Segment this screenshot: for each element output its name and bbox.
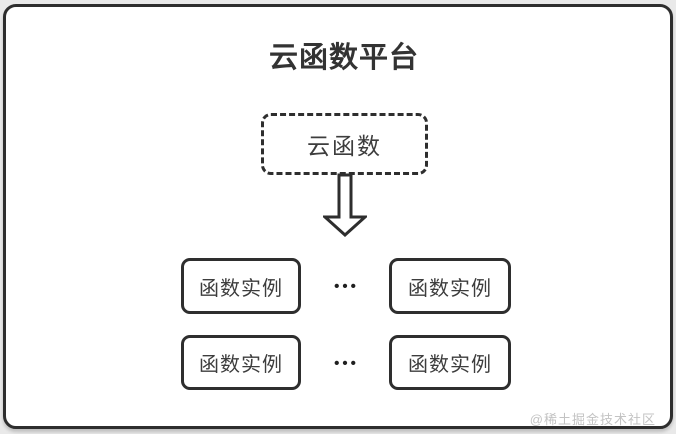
function-instance-label: 函数实例: [199, 354, 283, 376]
ellipsis-dots: •••: [334, 277, 359, 295]
ellipsis-dots: •••: [334, 354, 359, 372]
diagram-title: 云函数平台: [268, 42, 419, 74]
function-instance-node: 函数实例: [181, 335, 301, 390]
function-instance-node: 函数实例: [389, 335, 511, 390]
cloud-function-node: 云函数: [261, 113, 428, 175]
diagram-card: 云函数平台 云函数 函数实例 ••• 函数实例 函数实例 ••• 函数实例 @稀…: [3, 4, 673, 429]
down-arrow-icon: [321, 173, 369, 238]
function-instance-node: 函数实例: [181, 258, 301, 314]
watermark: @稀土掘金技术社区: [529, 412, 656, 427]
function-instance-label: 函数实例: [199, 277, 283, 300]
function-instance-label: 函数实例: [408, 277, 492, 300]
function-instance-node: 函数实例: [389, 258, 511, 314]
cloud-function-label: 云函数: [307, 133, 382, 159]
function-instance-label: 函数实例: [408, 354, 492, 376]
